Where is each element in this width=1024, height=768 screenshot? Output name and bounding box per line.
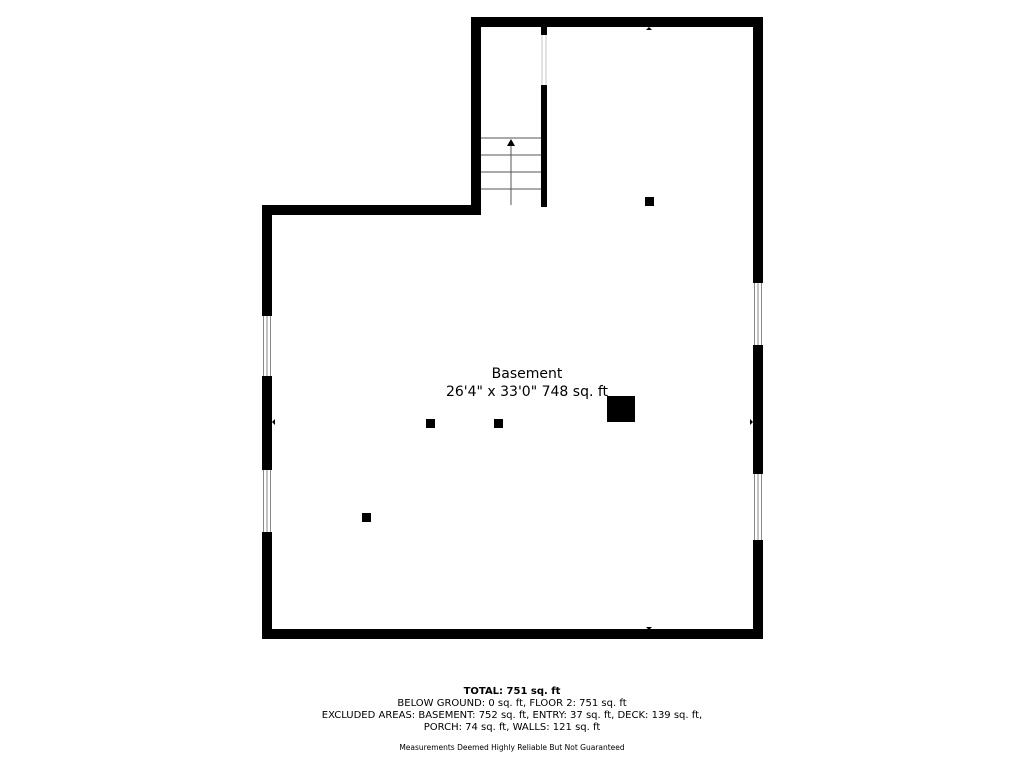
window-left-lower <box>262 470 272 532</box>
marker-left-icon <box>272 419 275 425</box>
marker-right-icon <box>750 419 753 425</box>
chimney <box>607 396 635 422</box>
dimension-markers <box>272 27 753 630</box>
window-right-lower <box>753 474 763 540</box>
window-left-upper <box>262 316 272 376</box>
column <box>426 419 435 428</box>
column <box>362 513 371 522</box>
column <box>645 197 654 206</box>
room-name: Basement <box>491 366 563 382</box>
window-right-upper <box>753 283 763 345</box>
stairs-up-arrow-icon <box>507 139 515 146</box>
marker-top-icon <box>646 27 652 30</box>
walls <box>262 17 763 639</box>
marker-bottom-icon <box>646 627 652 630</box>
wall-outline <box>262 17 763 639</box>
room-dimensions: 26'4" x 33'0" 748 sq. ft <box>445 384 609 400</box>
column <box>494 419 503 428</box>
stair-wall-opening <box>541 35 547 85</box>
excluded-areas-continued: PORCH: 74 sq. ft, WALLS: 121 sq. ft <box>423 722 601 733</box>
stair-wall <box>541 27 547 207</box>
stairs <box>481 137 541 205</box>
excluded-areas: EXCLUDED AREAS: BASEMENT: 752 sq. ft, EN… <box>321 710 703 721</box>
below-ground-area: BELOW GROUND: 0 sq. ft, FLOOR 2: 751 sq.… <box>397 698 627 709</box>
columns <box>362 197 654 522</box>
total-area: TOTAL: 751 sq. ft <box>463 686 561 697</box>
windows <box>262 283 763 540</box>
disclaimer: Measurements Deemed Highly Reliable But … <box>399 743 625 752</box>
